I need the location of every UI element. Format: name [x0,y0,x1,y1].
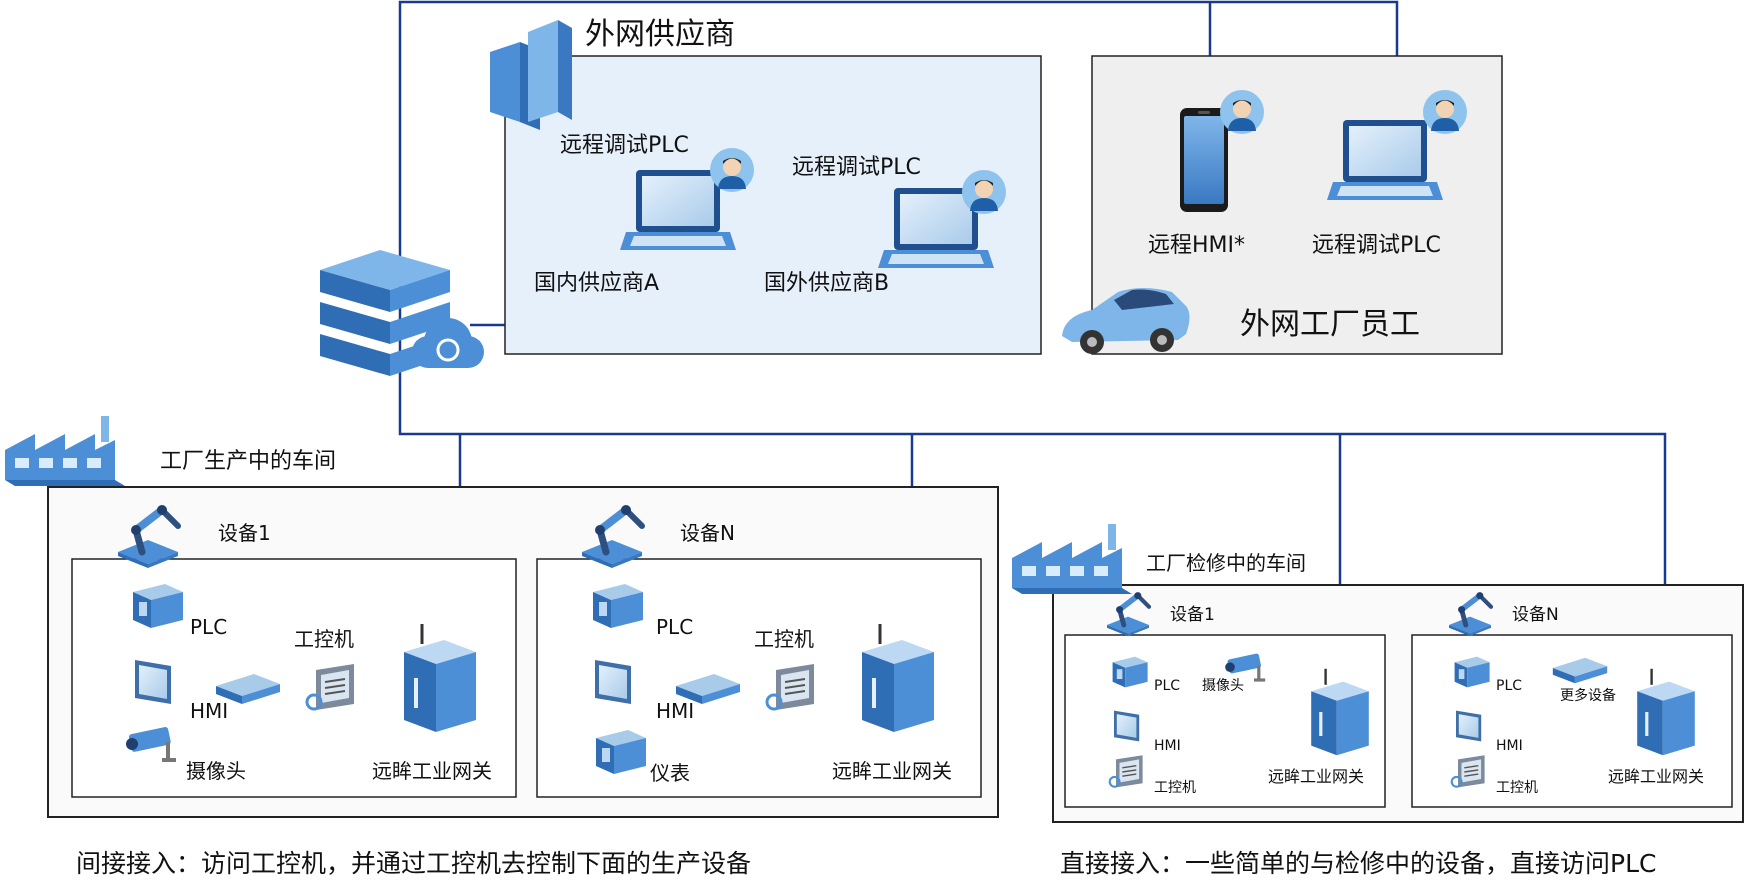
user-avatar-icon [710,148,754,192]
user-avatar-icon [1220,90,1264,134]
supplier-a-top-label: 远程调试PLC [560,133,689,158]
m-device-n-plc-label: PLC [1496,678,1522,694]
factory-icon [1012,524,1132,594]
m-device-1-hmi-label: HMI [1154,738,1181,754]
m-device-1-camera-label: 摄像头 [1202,678,1244,694]
device-1-hmi-label: HMI [190,699,228,723]
staff-phone-label: 远程HMI* [1148,233,1245,258]
maintenance-workshop-title: 工厂检修中的车间 [1146,551,1306,575]
device-1-plc-label: PLC [190,615,227,639]
plc-icon [133,584,183,628]
m-device-n-more-label: 更多设备 [1560,687,1616,704]
maintenance-device-n: 设备N PLC 更多设备 HMI 工控机 远眸工业网关 [1411,592,1733,808]
device-n-meter-label: 仪表 [650,761,690,785]
smartphone-icon [1180,108,1228,212]
m-device-1-ipc-label: 工控机 [1154,780,1196,796]
device-n-title: 设备N [680,521,735,545]
production-device-1: 设备1 PLC HMI 摄像头 工控机 远眸工业网关 [71,505,517,798]
user-avatar-icon [1423,90,1467,134]
external-supplier-region: 外网供应商 远程调试PLC 国内供应商A 远程调试PLC 国外供应商B [490,17,1042,355]
laptop-icon [1327,120,1443,200]
direct-access-caption: 直接接入：一些简单的与检修中的设备，直接访问PLC [1060,849,1656,878]
external-staff-region: 远程HMI* 远程调试PLC 外网工厂员工 [1062,55,1503,355]
production-workshop-region: 工厂生产中的车间 设备1 PLC HMI 摄像头 工控机 远眸工业网关 设备N … [5,416,999,818]
maintenance-workshop-region: 工厂检修中的车间 设备1 PLC 摄像头 HMI 工控机 远眸工业网关 设备N … [1012,524,1744,823]
device-n-hmi-label: HMI [656,699,694,723]
maintenance-device-1: 设备1 PLC 摄像头 HMI 工控机 远眸工业网关 [1064,592,1386,808]
device-1-gateway-label: 远眸工业网关 [372,759,492,783]
plc-icon [1112,656,1148,688]
staff-laptop-label: 远程调试PLC [1312,233,1441,258]
device-1-ipc-label: 工控机 [294,627,354,651]
plc-icon [593,584,643,628]
m-device-1-plc-label: PLC [1154,678,1180,694]
device-n-gateway-label: 远眸工业网关 [832,759,952,783]
hmi-panel-icon [595,660,631,704]
meter-icon [596,730,646,774]
production-workshop-title: 工厂生产中的车间 [160,449,336,474]
cloud-link-icon [412,318,484,368]
user-avatar-icon [962,170,1006,214]
m-device-1-title: 设备1 [1170,605,1215,625]
hmi-panel-icon [1114,710,1140,742]
plc-icon [1454,656,1490,688]
device-n-plc-label: PLC [656,615,693,639]
building-icon [490,20,572,130]
hmi-panel-icon [1456,710,1482,742]
m-device-1-gateway-label: 远眸工业网关 [1268,767,1364,786]
supplier-b-top-label: 远程调试PLC [792,155,921,180]
device-n-ipc-label: 工控机 [754,627,814,651]
m-device-n-hmi-label: HMI [1496,738,1523,754]
car-icon [1062,288,1190,354]
supplier-b-label: 国外供应商B [764,271,889,296]
external-staff-title: 外网工厂员工 [1240,307,1420,342]
indirect-access-caption: 间接接入：访问工控机，并通过工控机去控制下面的生产设备 [76,849,751,878]
m-device-n-ipc-label: 工控机 [1496,780,1538,796]
m-device-n-title: 设备N [1512,605,1559,625]
factory-icon [5,416,125,486]
hmi-panel-icon [135,660,171,704]
supplier-a-label: 国内供应商A [534,271,659,296]
production-device-n: 设备N PLC HMI 仪表 工控机 远眸工业网关 [536,505,982,798]
external-supplier-title: 外网供应商 [585,17,735,52]
device-1-camera-label: 摄像头 [186,759,246,783]
device-1-title: 设备1 [218,521,271,545]
m-device-n-gateway-label: 远眸工业网关 [1608,767,1704,786]
